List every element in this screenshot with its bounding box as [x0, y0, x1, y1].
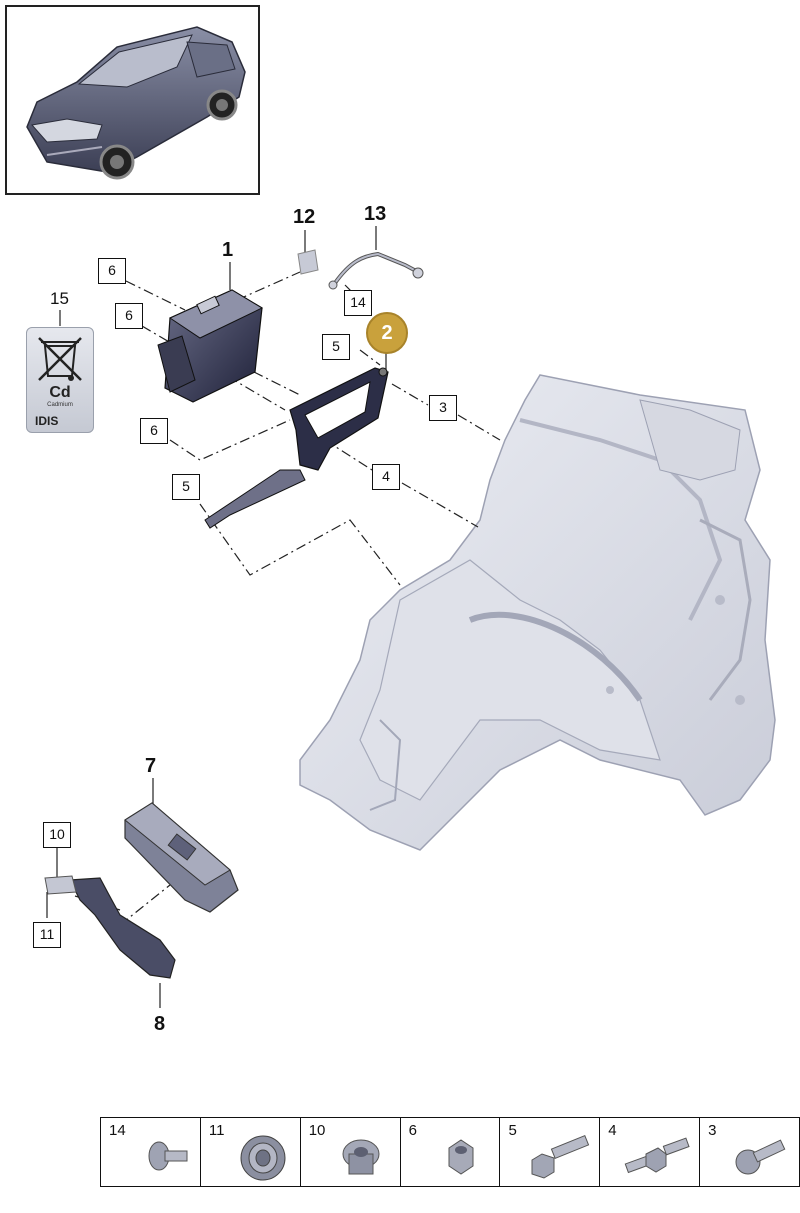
- part-5-strap: [204, 469, 306, 529]
- flange-nut-icon: [342, 1139, 380, 1175]
- legend-number: 14: [109, 1122, 126, 1139]
- legend-cell-6: 6: [401, 1118, 501, 1186]
- label-part-1: 1: [222, 239, 234, 261]
- legend-number: 4: [608, 1122, 617, 1139]
- legend-cell-11: 11: [201, 1118, 301, 1186]
- box-label-5b: 5: [172, 474, 200, 500]
- part-leaders: [46, 226, 387, 1008]
- box-label-14: 14: [344, 290, 372, 316]
- part-1-control-unit: [157, 289, 264, 403]
- part-2-bracket: [289, 367, 389, 471]
- part-13-cable: [328, 251, 424, 290]
- label-part-15: 15: [50, 289, 69, 308]
- box-label-6b: 6: [115, 303, 143, 329]
- box-label-4: 4: [372, 464, 400, 490]
- legend-number: 5: [508, 1122, 517, 1139]
- label-part-7: 7: [145, 755, 157, 777]
- legend-cell-10: 10: [301, 1118, 401, 1186]
- box-label-3: 3: [429, 395, 457, 421]
- car-icon: [26, 26, 246, 180]
- legend-number: 11: [208, 1122, 225, 1139]
- legend-cell-5: 5: [500, 1118, 601, 1186]
- sticker-brand: IDIS: [35, 414, 59, 428]
- body-structure: [299, 374, 776, 851]
- legend-cell-4: 4: [600, 1118, 701, 1186]
- part-7-module: [124, 802, 239, 913]
- grommet-icon: [240, 1135, 286, 1181]
- fastener-legend: 14 11 10 6: [100, 1117, 800, 1187]
- legend-number: 3: [708, 1122, 717, 1139]
- box-label-6c: 6: [140, 418, 168, 444]
- legend-cell-14: 14: [101, 1118, 201, 1186]
- hex-nut-icon: [448, 1139, 474, 1175]
- box-label-10: 10: [43, 822, 71, 848]
- part-15-disposal-label: Cd Cadmium IDIS: [26, 327, 94, 433]
- hex-bolt-icon: [531, 1134, 590, 1179]
- sticker-main-text: Cd: [49, 384, 71, 401]
- highlighted-part-callout[interactable]: 2: [366, 312, 408, 354]
- part-12-pad: [297, 249, 319, 275]
- box-label-6a: 6: [98, 258, 126, 284]
- legend-number: 10: [308, 1122, 326, 1139]
- stud-bolt-icon: [624, 1137, 690, 1174]
- vehicle-thumbnail: [5, 5, 260, 195]
- box-label-11: 11: [33, 922, 61, 948]
- box-label-5a: 5: [322, 334, 350, 360]
- pan-head-screw-icon: [148, 1141, 188, 1171]
- flange-screw-icon: [735, 1139, 786, 1175]
- label-part-13: 13: [364, 203, 387, 225]
- label-part-12: 12: [293, 206, 316, 228]
- legend-number: 6: [408, 1122, 417, 1139]
- sticker-sub-text: Cadmium: [47, 402, 73, 408]
- legend-cell-3: 3: [700, 1118, 799, 1186]
- label-part-8: 8: [154, 1013, 166, 1035]
- part-8-bracket: [44, 875, 176, 979]
- crossed-bin-icon: [38, 337, 82, 381]
